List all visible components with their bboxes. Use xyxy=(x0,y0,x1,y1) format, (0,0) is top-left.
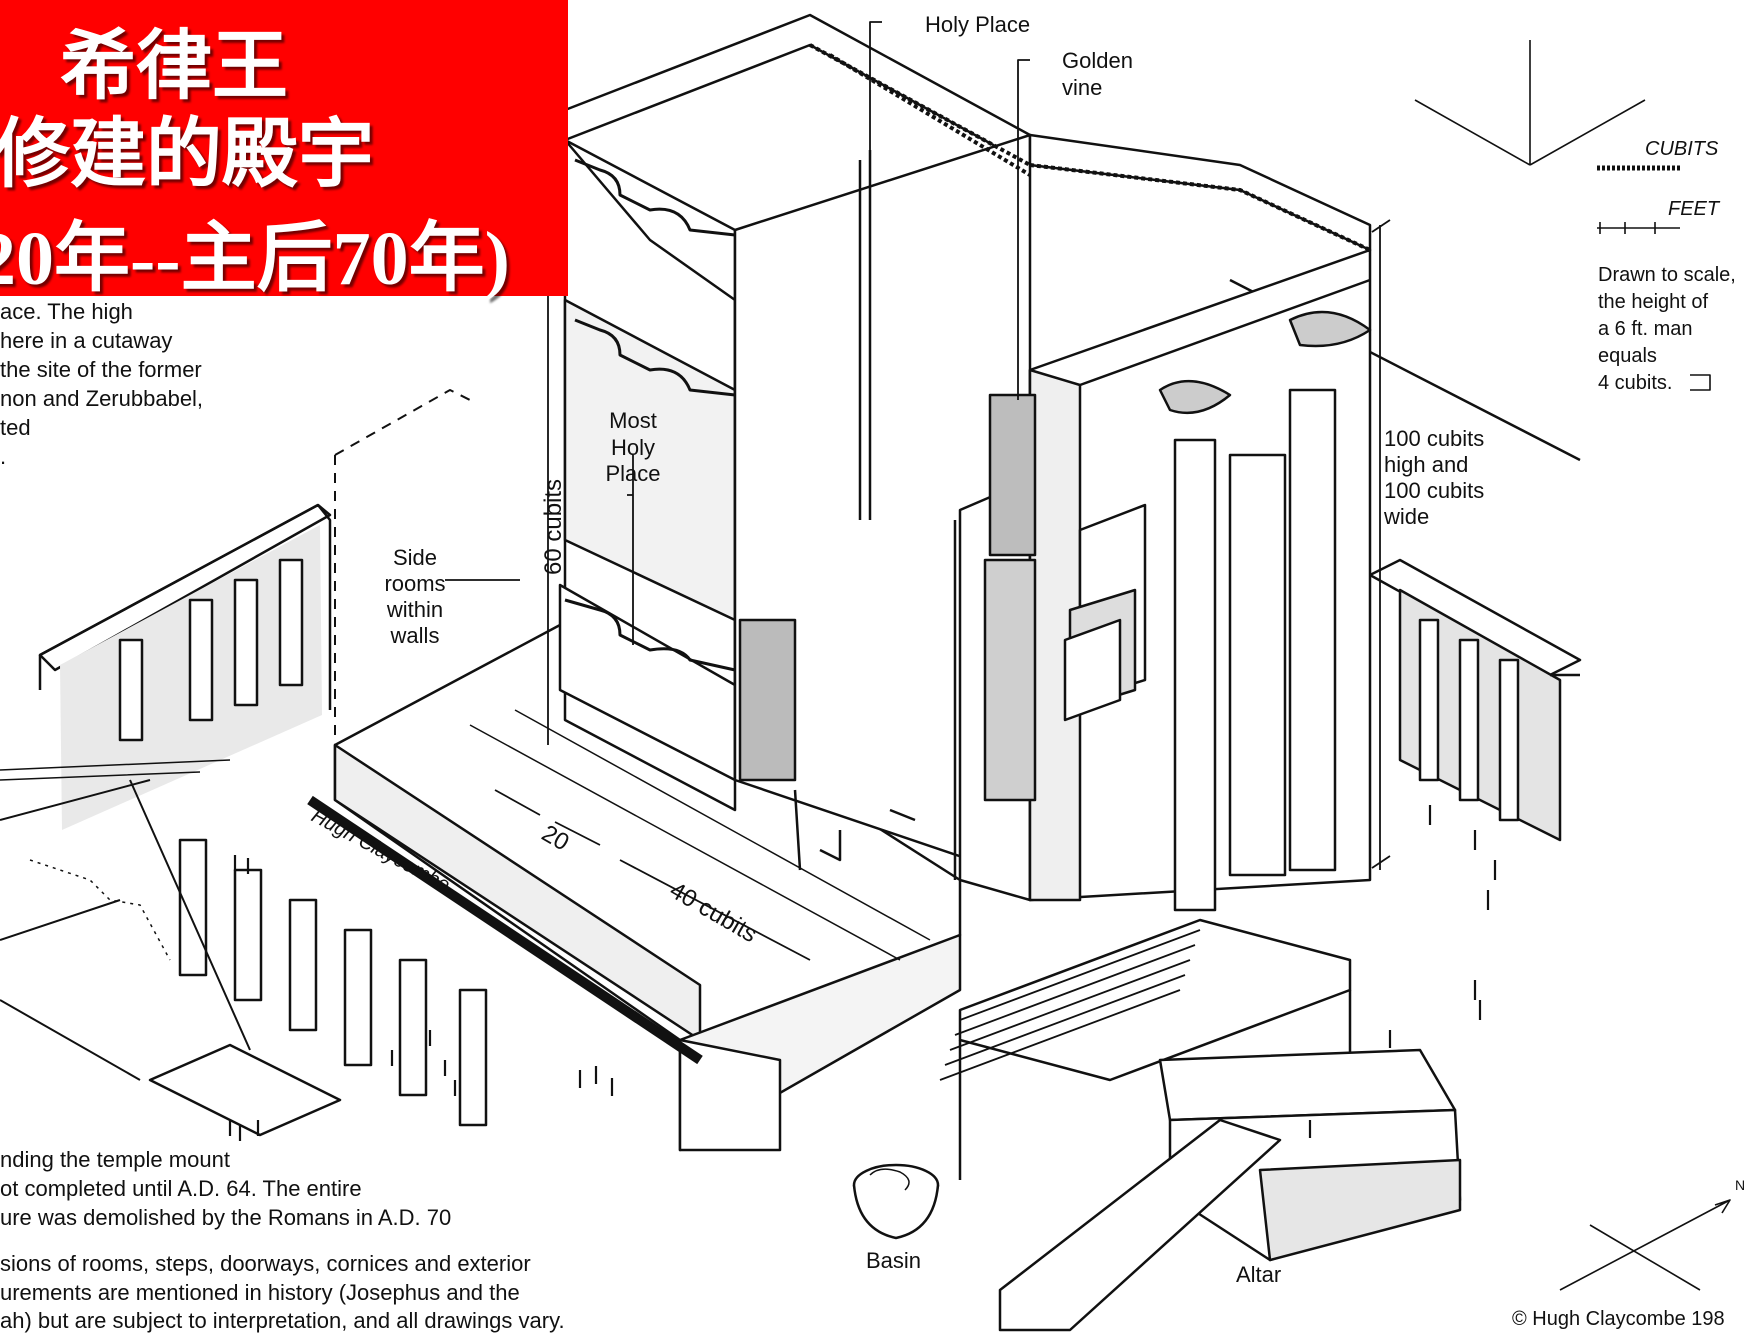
right-colonnade xyxy=(1229,278,1582,842)
copyright-text: © Hugh Claycombe 198 xyxy=(1512,1308,1725,1330)
left-colonnade xyxy=(0,503,488,1137)
scale-note-line: 4 cubits. xyxy=(1598,372,1673,394)
label-altar: Altar xyxy=(1236,1262,1282,1287)
label-hundred-line: 100 cubits xyxy=(1384,426,1485,451)
bottom-line: ah) but are subject to interpretation, a… xyxy=(0,1308,565,1333)
label-holy-place: Holy Place xyxy=(925,12,1031,37)
label-mhp-line: Place xyxy=(605,461,661,486)
temple-building xyxy=(558,13,1372,912)
label-side-rooms-line: walls xyxy=(390,623,440,648)
intro-line: ted xyxy=(0,415,31,440)
title-line-1: 希律王 xyxy=(60,25,288,109)
label-side-rooms-line: rooms xyxy=(384,571,446,596)
label-sixty-cubits: 60 cubits xyxy=(540,479,567,575)
label-hundred-line: high and xyxy=(1384,452,1469,477)
scale-note-line: equals xyxy=(1598,345,1657,367)
label-side-rooms-line: Side xyxy=(392,545,438,570)
bottom-line: nding the temple mount xyxy=(0,1147,230,1172)
columns xyxy=(118,558,488,1127)
bottom-line: sions of rooms, steps, doorways, cornice… xyxy=(0,1251,531,1276)
label-hundred-line: 100 cubits xyxy=(1384,478,1485,503)
label-hundred-line: wide xyxy=(1384,504,1430,529)
people-figures xyxy=(228,805,1497,1141)
scale-axes xyxy=(1414,40,1711,391)
label-basin: Basin xyxy=(866,1248,922,1273)
bottom-line: ure was demolished by the Romans in A.D.… xyxy=(0,1205,452,1230)
bottom-line: ot completed until A.D. 64. The entire xyxy=(0,1176,362,1201)
label-mhp-line: Holy xyxy=(610,435,655,460)
title-line-2: 修建的殿宇 xyxy=(0,113,374,197)
label-feet-scale: FEET xyxy=(1668,198,1721,220)
label-golden-vine-line: Golden xyxy=(1062,48,1133,73)
label-golden-vine-line: vine xyxy=(1062,75,1103,100)
steps-and-altar xyxy=(852,918,1462,1332)
label-north: N xyxy=(1735,1177,1745,1193)
intro-line: the site of the former xyxy=(0,357,202,382)
dimension-lines xyxy=(445,21,1391,961)
label-mhp-line: Most xyxy=(609,408,657,433)
intro-line: non and Zerubbabel, xyxy=(0,386,204,411)
intro-line: . xyxy=(0,444,7,469)
scale-note-line: the height of xyxy=(1598,291,1709,313)
title-banner: 希律王 修建的殿宇 20年--主后70年) xyxy=(0,0,568,301)
bottom-line: urements are mentioned in history (Josep… xyxy=(0,1280,520,1305)
label-side-rooms-line: within xyxy=(386,597,444,622)
label-cubits-scale: CUBITS xyxy=(1645,138,1719,160)
scale-note-line: a 6 ft. man xyxy=(1598,318,1693,340)
courtyard-platform xyxy=(307,389,962,1152)
intro-line: here in a cutaway xyxy=(0,328,173,353)
title-line-3: 20年--主后70年) xyxy=(0,217,510,301)
compass xyxy=(1559,1199,1731,1291)
intro-line: ace. The high xyxy=(0,299,133,324)
scale-note-line: Drawn to scale, xyxy=(1598,264,1736,286)
